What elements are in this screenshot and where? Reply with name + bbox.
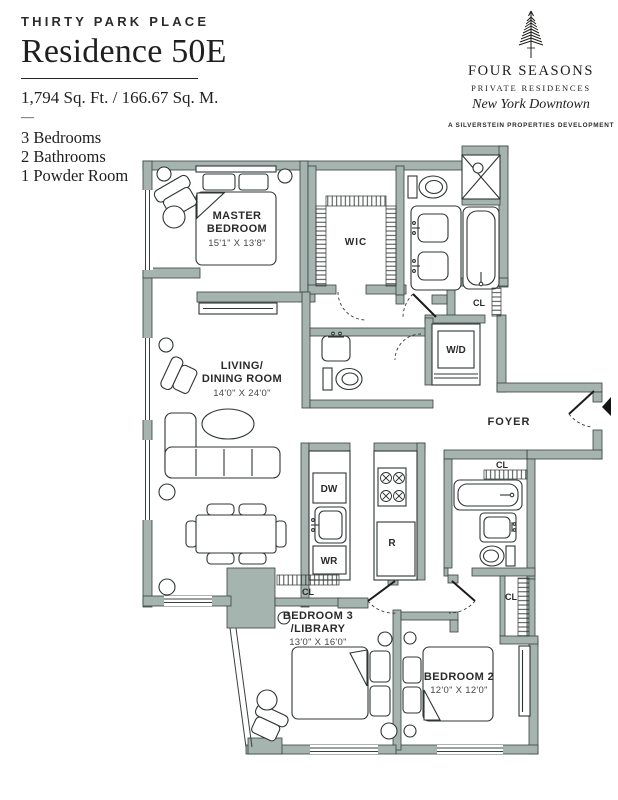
svg-text:LIVING/: LIVING/ (221, 360, 264, 372)
label-wine-fridge: WR (321, 556, 338, 567)
title-rule (21, 78, 198, 79)
armchair-icon (160, 356, 198, 394)
room-label-living-dining: LIVING/ DINING ROOM 14'0" X 24'0" (202, 360, 282, 399)
feature-bedrooms: 3 Bedrooms (21, 128, 102, 147)
powder-sink-icon (321, 331, 351, 362)
page-title: Residence 50E (21, 33, 227, 70)
label-dishwasher: DW (321, 484, 338, 495)
building-name: THIRTY PARK PLACE (21, 14, 210, 29)
brand-subtitle: PRIVATE RESIDENCES (471, 83, 591, 93)
side-table-icon (403, 631, 417, 645)
dining-table-icon (185, 503, 287, 565)
shower-icon (461, 154, 501, 200)
side-table-icon (403, 724, 417, 738)
armchair-icon (251, 704, 289, 742)
labels: MASTER BEDROOM 15'1" X 13'8" WIC LIVING/… (202, 210, 531, 696)
brand-block: FOUR SEASONS PRIVATE RESIDENCES New York… (448, 8, 614, 129)
side-table-icon (158, 578, 176, 596)
side-table-icon (377, 631, 393, 647)
feature-bathrooms: 2 Bathrooms (21, 147, 106, 166)
closet-rails (276, 195, 530, 637)
feature-powder-room: 1 Powder Room (21, 166, 129, 185)
plan-header: THIRTY PARK PLACE Residence 50E 1,794 Sq… (21, 14, 281, 185)
label-closet: CL (302, 587, 314, 597)
room-label-foyer: FOYER (488, 416, 531, 428)
kitchen-left-counter (308, 450, 351, 581)
bed2-icon (402, 646, 494, 722)
sofa-icon (164, 412, 281, 479)
bathtub-icon (462, 206, 500, 290)
side-table-icon (380, 722, 398, 740)
cooktop-icon (380, 472, 405, 502)
label-closet: CL (496, 460, 508, 470)
bed3-icon (291, 646, 391, 720)
svg-text:14'0" X 24'0": 14'0" X 24'0" (213, 388, 271, 399)
svg-text:BEDROOM 2: BEDROOM 2 (424, 671, 494, 683)
svg-text:12'0" X 12'0": 12'0" X 12'0" (430, 685, 488, 696)
side-table-icon (277, 168, 293, 184)
side-table-icon (156, 166, 172, 182)
side-table-icon (277, 611, 291, 625)
label-closet: CL (473, 298, 485, 308)
toilet-icon (479, 545, 516, 567)
washer-dryer-icon (431, 323, 481, 386)
room-label-wic: WIC (345, 237, 367, 248)
label-refrigerator: R (388, 538, 396, 549)
kitchen-right-counter (373, 450, 418, 581)
divider-dash: — (21, 109, 34, 124)
svg-text:DINING ROOM: DINING ROOM (202, 373, 282, 385)
svg-text:BEDROOM: BEDROOM (207, 223, 267, 235)
doors (337, 291, 611, 614)
side-table-icon (162, 205, 186, 229)
toilet-icon (322, 367, 363, 391)
side-table-icon (158, 483, 176, 501)
coffee-table-icon (201, 408, 255, 440)
double-vanity-icon (410, 205, 462, 291)
vanity-sink-icon (479, 512, 517, 543)
bathtub-icon (453, 479, 523, 511)
feature-list: 3 Bedrooms 2 Bathrooms 1 Powder Room (21, 128, 281, 185)
room-label-master-bedroom: MASTER BEDROOM 15'1" X 13'8" (207, 210, 267, 249)
side-table-icon (158, 337, 174, 353)
dresser-icon (518, 645, 531, 717)
label-closet: CL (505, 592, 517, 602)
toilet-icon (407, 175, 448, 199)
four-seasons-tree-icon (518, 10, 544, 58)
label-washer-dryer: W/D (446, 345, 465, 356)
svg-text:BEDROOM 3: BEDROOM 3 (283, 610, 353, 622)
area-text: 1,794 Sq. Ft. / 166.67 Sq. M. (21, 88, 219, 107)
room-label-bedroom3: BEDROOM 3 /LIBRARY 13'0" X 16'0" (283, 610, 353, 648)
brand-name: FOUR SEASONS (468, 63, 594, 79)
svg-text:13'0" X 16'0": 13'0" X 16'0" (289, 637, 347, 648)
side-table-icon (256, 689, 278, 711)
svg-text:/LIBRARY: /LIBRARY (291, 623, 346, 635)
entry-arrow-icon (602, 397, 611, 416)
room-label-bedroom2: BEDROOM 2 12'0" X 12'0" (424, 671, 494, 696)
brand-developer: A SILVERSTEIN PROPERTIES DEVELOPMENT (448, 122, 615, 129)
brand-location: New York Downtown (472, 97, 590, 112)
fixtures (153, 154, 531, 742)
windows (142, 190, 503, 754)
master-bed-icon (195, 165, 277, 266)
svg-text:15'1" X 13'8": 15'1" X 13'8" (208, 238, 266, 249)
svg-text:MASTER: MASTER (213, 210, 262, 222)
